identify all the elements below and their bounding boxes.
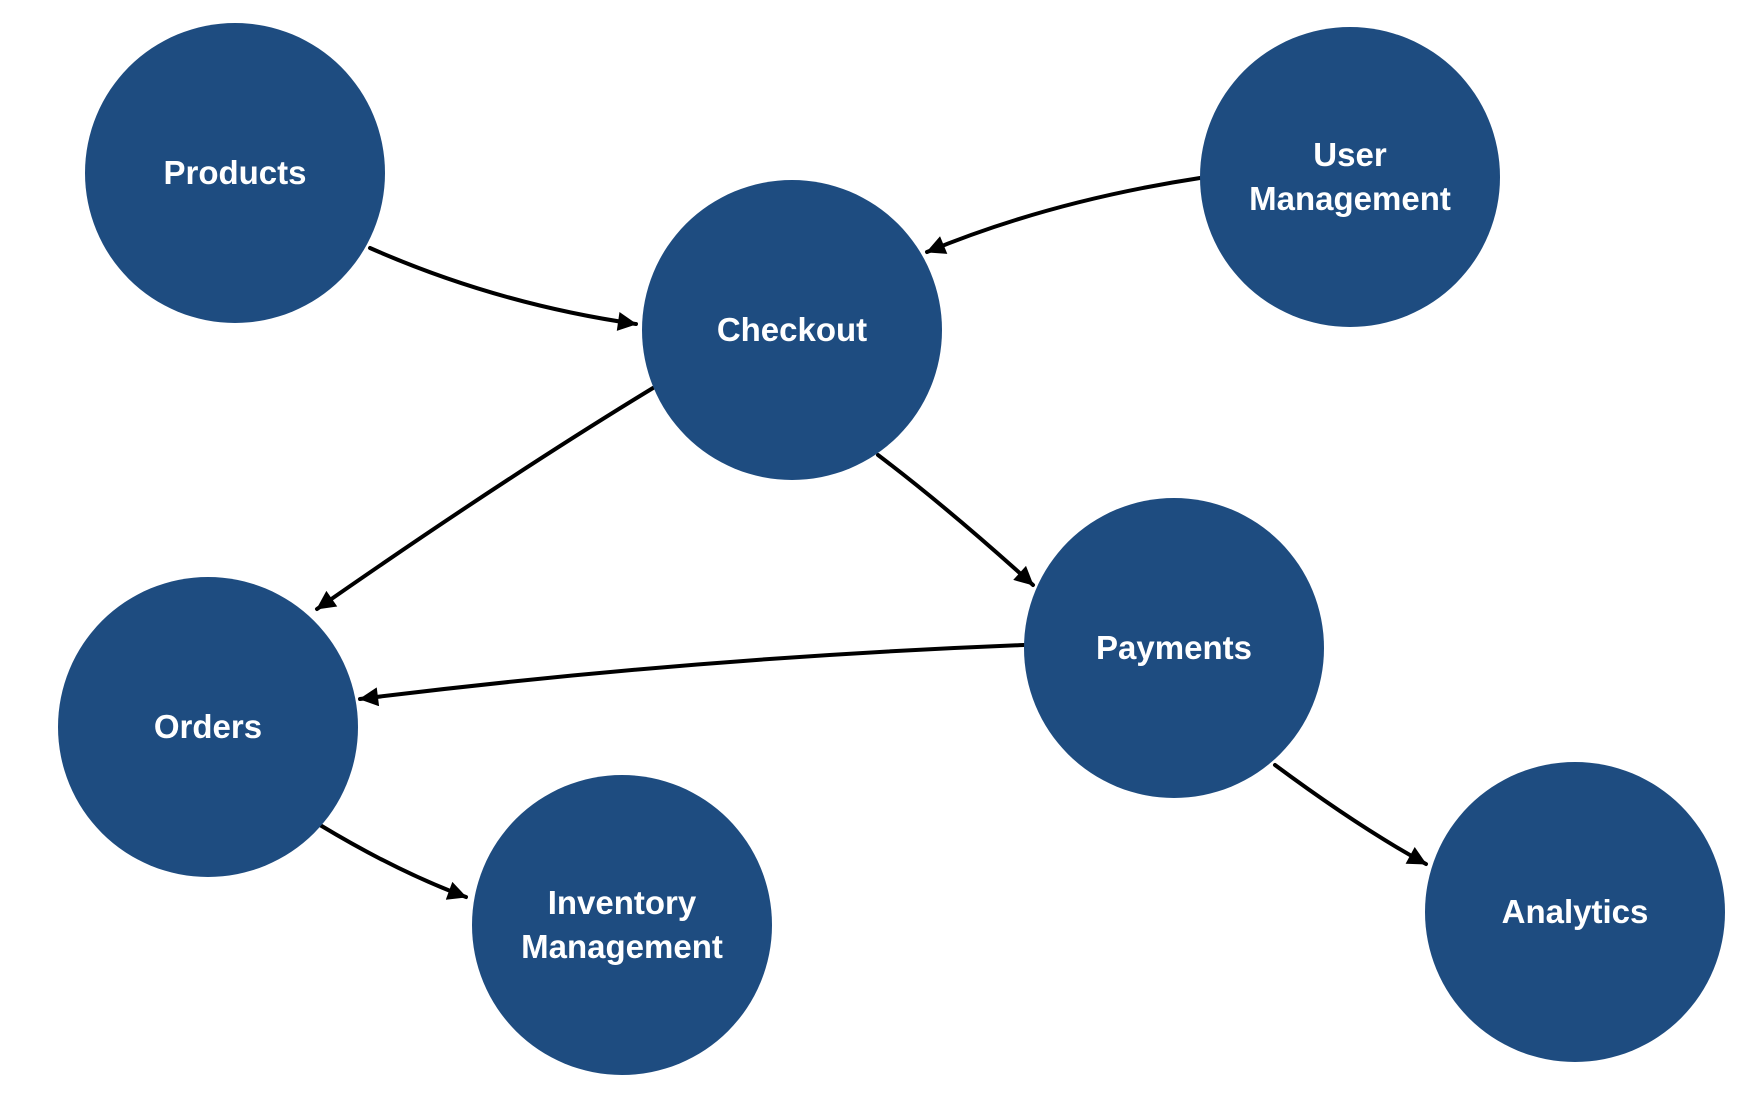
edge-products-to-checkout xyxy=(368,246,638,331)
node-orders[interactable] xyxy=(58,577,358,877)
node-inventory-management[interactable] xyxy=(472,775,772,1075)
edge-user-management-to-checkout xyxy=(925,176,1202,254)
edge-payments-to-orders xyxy=(358,643,1026,707)
node-checkout[interactable] xyxy=(642,180,942,480)
nodes-layer xyxy=(58,23,1725,1075)
node-payments[interactable] xyxy=(1024,498,1324,798)
node-analytics[interactable] xyxy=(1425,762,1725,1062)
edge-checkout-to-orders xyxy=(315,386,655,611)
edge-payments-to-analytics xyxy=(1273,763,1428,866)
node-user-management[interactable] xyxy=(1200,27,1500,327)
edge-checkout-to-payments xyxy=(876,453,1035,587)
edges-layer xyxy=(315,176,1428,900)
edge-orders-to-inventory-management xyxy=(318,823,468,900)
node-products[interactable] xyxy=(85,23,385,323)
